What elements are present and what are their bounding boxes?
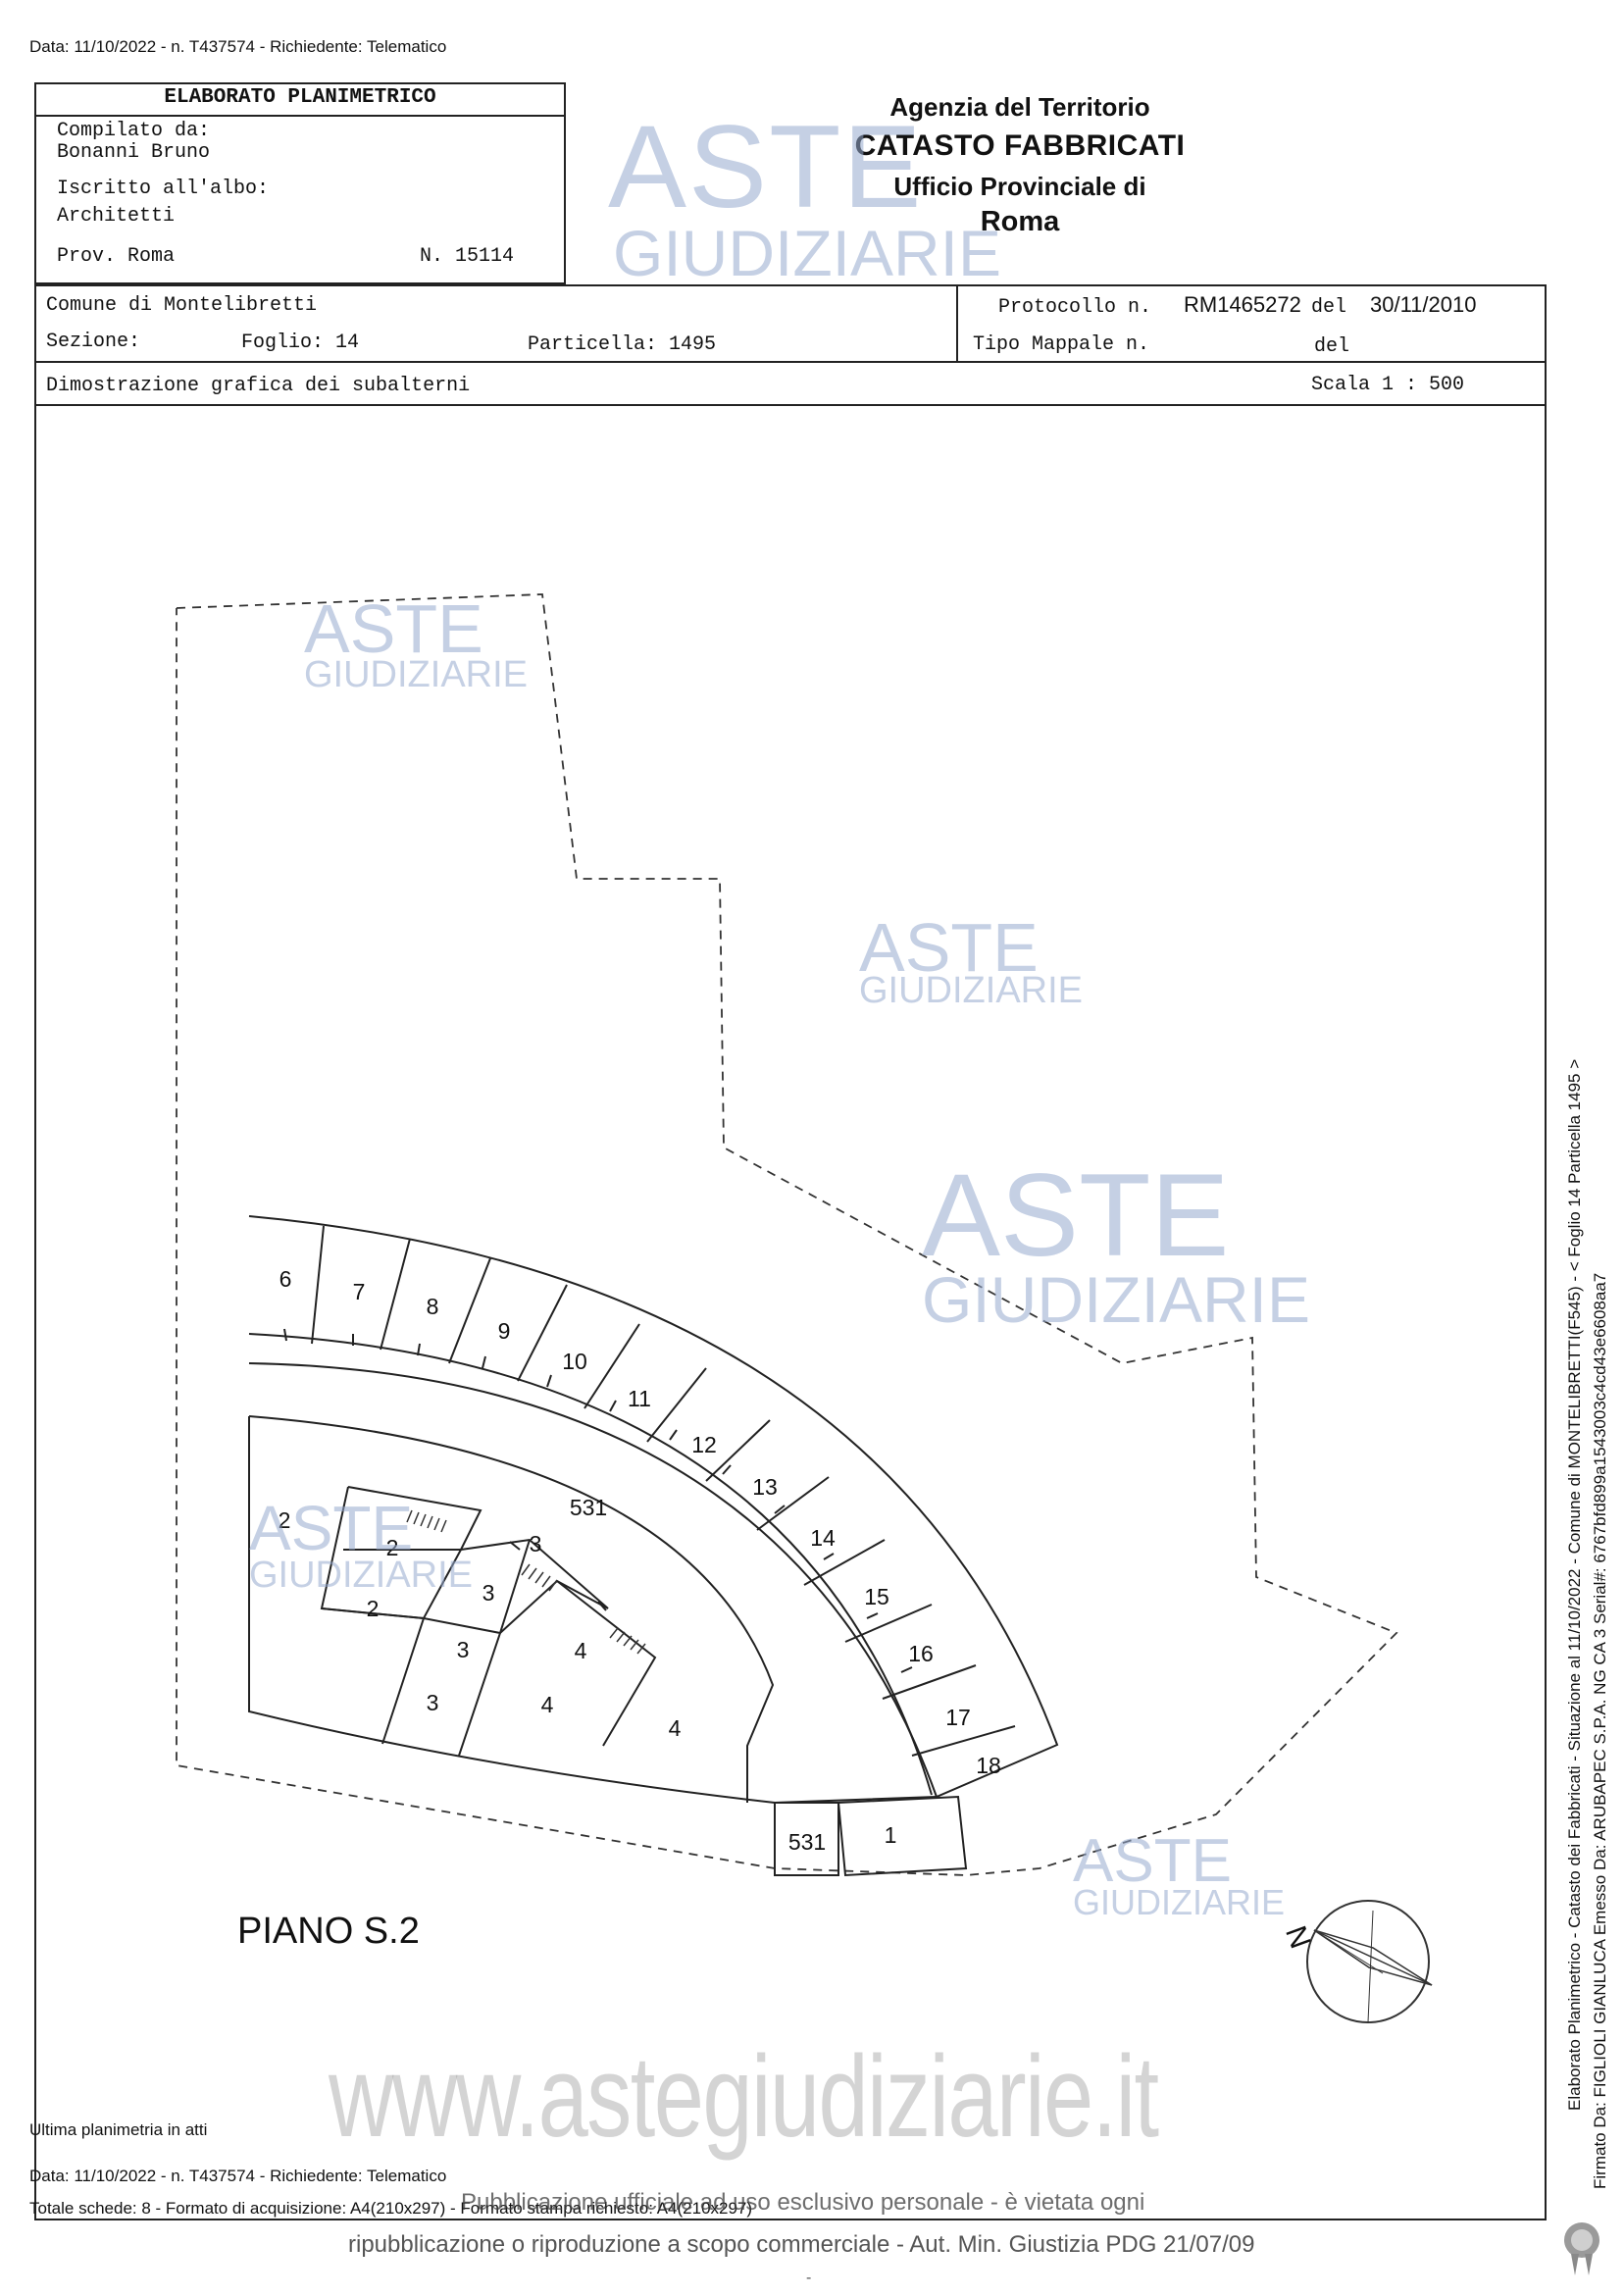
wm-giud-3: GIUDIZIARIE (922, 1263, 1310, 1336)
comune: Comune di Montelibretti (46, 294, 318, 317)
protocollo-value: RM1465272 (1184, 292, 1301, 317)
unit-4-c: 4 (669, 1715, 682, 1741)
side-text-2: Firmato Da: FIGLIOLI GIANLUCA Emesso Da:… (1591, 1272, 1609, 2189)
floor-label: PIANO S.2 (237, 1911, 420, 1952)
unit-14: 14 (810, 1525, 836, 1551)
wm-aste-5: ASTE (1073, 1827, 1232, 1895)
del-label-1: del (1311, 296, 1347, 319)
north-arrow (1306, 1900, 1433, 2023)
unit-15: 15 (864, 1584, 889, 1609)
unit-4-a: 4 (575, 1638, 587, 1663)
numero: N. 15114 (420, 245, 515, 268)
iscritto-value: Architetti (57, 205, 176, 228)
compilato-name: Bonanni Bruno (57, 141, 211, 164)
elaborato-box (34, 82, 566, 284)
wm-giud-1: GIUDIZIARIE (304, 654, 528, 695)
footer-ultima: Ultima planimetria in atti (29, 2120, 208, 2139)
wm-aste-2: ASTE (859, 909, 1039, 986)
watermark-aste-top: ASTE (608, 101, 924, 232)
unit-12: 12 (691, 1432, 717, 1457)
unit-531-corridor: 531 (570, 1495, 607, 1520)
watermark-giudiziarie-top: GIUDIZIARIE (613, 217, 1002, 289)
unit-2-c: 2 (367, 1596, 380, 1621)
unit-531-bottom: 531 (788, 1829, 826, 1855)
dimostrazione: Dimostrazione grafica dei subalterni (46, 375, 471, 397)
footer-overlay-1: Pubblicazione ufficiale ad uso esclusivo… (461, 2189, 1145, 2216)
footer-overlay-2: ripubblicazione o riproduzione a scopo c… (348, 2231, 1255, 2258)
unit-16: 16 (908, 1641, 934, 1666)
site-boundary (176, 593, 1398, 1876)
unit-3-d: 3 (427, 1690, 439, 1715)
wm-giud-2: GIUDIZIARIE (859, 970, 1083, 1011)
iscritto-label: Iscritto all'albo: (57, 178, 270, 200)
unit-18: 18 (976, 1753, 1001, 1778)
wm-giud-5: GIUDIZIARIE (1073, 1882, 1285, 1922)
elaborato-title: ELABORATO PLANIMETRICO (164, 86, 436, 109)
protocollo-date: 30/11/2010 (1370, 292, 1477, 317)
footer-totale: Totale schede: 8 - Formato di acquisizio… (29, 2199, 753, 2218)
footer-dash: - (806, 2270, 812, 2286)
protocollo-label: Protocollo n. (998, 296, 1152, 319)
unit-10: 10 (562, 1349, 587, 1374)
north-label: N (1279, 1922, 1316, 1954)
seal-icon (1559, 2219, 1604, 2277)
agency-line1: Agenzia del Territorio (889, 92, 1150, 122)
inner-corridor (248, 1415, 775, 1803)
unit-17: 17 (945, 1705, 971, 1730)
unit-2-a: 2 (279, 1507, 291, 1533)
agency-line4: Roma (980, 206, 1060, 237)
unit-4-b: 4 (541, 1692, 554, 1717)
unit-3-c: 3 (457, 1637, 470, 1662)
drawing-frame (34, 284, 1547, 2220)
watermark-site: www.astegiudiziarie.it (329, 2032, 1159, 2162)
wm-aste-3: ASTE (922, 1149, 1229, 1281)
tipo-mappale: Tipo Mappale n. (973, 333, 1150, 356)
unit-11: 11 (628, 1386, 651, 1411)
particella: Particella: 1495 (528, 333, 717, 356)
outer-building-arc (248, 1215, 1059, 1799)
footer-data: Data: 11/10/2022 - n. T437574 - Richiede… (29, 2167, 447, 2185)
header-line: Data: 11/10/2022 - n. T437574 - Richiede… (29, 37, 447, 56)
agency-line2: CATASTO FABBRICATI (854, 129, 1186, 162)
wm-aste-4: ASTE (249, 1493, 413, 1563)
sezione: Sezione: (46, 331, 141, 353)
unit-2-b: 2 (386, 1535, 399, 1560)
del-label-2: del (1314, 335, 1350, 358)
side-text-1: Elaborato Planimetrico - Catasto dei Fab… (1565, 1058, 1584, 2111)
unit-13: 13 (752, 1474, 778, 1500)
scala: Scala 1 : 500 (1311, 374, 1465, 396)
unit-3-a: 3 (530, 1531, 542, 1556)
foglio: Foglio: 14 (241, 332, 360, 354)
unit-3-b: 3 (482, 1580, 495, 1606)
unit-7: 7 (353, 1279, 366, 1304)
compilato-label: Compilato da: (57, 120, 211, 142)
agency-line3: Ufficio Provinciale di (893, 172, 1146, 201)
wm-aste-1: ASTE (304, 590, 483, 667)
wm-giud-4: GIUDIZIARIE (249, 1555, 473, 1596)
prov: Prov. Roma (57, 245, 176, 268)
unit-8: 8 (427, 1294, 439, 1319)
unit-1: 1 (885, 1822, 897, 1848)
unit-9: 9 (498, 1318, 511, 1344)
unit-6: 6 (279, 1266, 292, 1292)
